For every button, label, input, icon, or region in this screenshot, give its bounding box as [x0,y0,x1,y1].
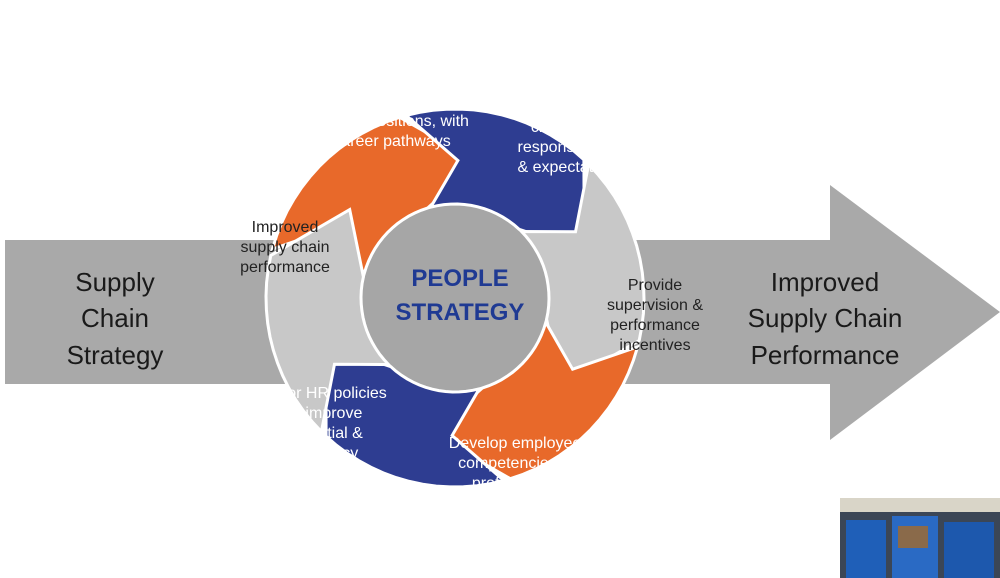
segment-line: supply chain [240,239,330,256]
segment-line: Provide [627,277,683,294]
segment-line: to improve [287,405,363,422]
left-label-line: Strategy [66,339,164,370]
center-label-line: STRATEGY [395,298,525,326]
segment-develop-text: Develop employee competencies & professi… [430,434,600,514]
left-label-line: Supply [75,267,155,297]
segment-line: Establish [537,99,603,116]
segment-line: Develop employee [448,435,582,452]
segment-line: Recruit employees for [314,93,470,110]
right-label-line: Supply Chain [747,303,903,334]
segment-line: Tailor HR policies [263,385,387,402]
left-label: Supply Chain Strategy [30,264,200,373]
segment-improved-text: Improved supply chain performance [210,218,360,278]
center-hub [360,203,550,393]
segment-line: professional [471,475,559,492]
arrow-improved [264,207,392,435]
segment-line: performance [610,317,700,334]
segment-line: growth [490,495,540,512]
segment-line: efficiency [291,445,359,462]
right-label: Improved Supply Chain Performance [730,264,920,373]
segment-line: Improved [251,219,319,236]
segment-line: career pathways [333,133,451,150]
right-label-line: Performance [750,339,900,370]
right-label-line: Improved [770,267,880,297]
segment-line: & expectations [517,159,623,176]
segment-line: incentives [619,337,691,354]
segment-provide-text: Provide supervision & performance incent… [580,276,730,356]
segment-establish-text: Establish clear roles, responsibilities … [495,98,645,178]
center-label: PEOPLE STRATEGY [380,262,540,329]
segment-line: clear roles, [530,119,610,136]
segment-line: funded positions, with [315,113,469,130]
center-label-line: PEOPLE [411,265,509,292]
segment-line: supervision & [606,297,704,314]
segment-tailor-text: Tailor HR policies to improve potential … [240,384,410,464]
segment-line: performance [240,259,330,276]
photo-thumbnail [840,498,1000,578]
cycle-ring [264,107,646,489]
left-label-line: Chain [81,303,149,334]
segment-recruit-text: Recruit employees for funded positions, … [292,92,492,152]
segment-line: potential & [287,425,363,442]
segment-line: competencies & [458,455,572,472]
segment-line: responsibilities [517,139,623,156]
